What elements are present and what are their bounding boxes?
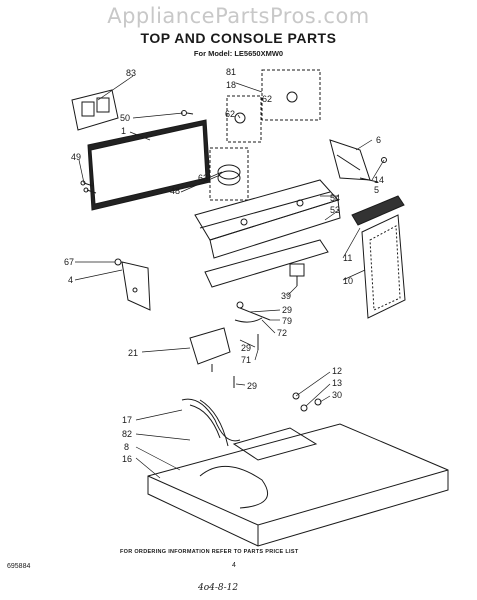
callout-30: 30 xyxy=(332,390,342,400)
callout-53: 53 xyxy=(330,205,340,215)
callout-17: 17 xyxy=(122,415,132,425)
part-11-cap xyxy=(351,195,405,226)
part-4-bracket xyxy=(121,261,151,311)
ordering-info-footer: FOR ORDERING INFORMATION REFER TO PARTS … xyxy=(120,549,299,555)
part-1-panel xyxy=(87,119,211,211)
callout-72: 72 xyxy=(277,328,287,338)
callout-63: 63 xyxy=(198,173,208,183)
watermark: AppliancePartsPros.com xyxy=(107,4,370,28)
part-53-bracket xyxy=(204,239,329,288)
model-subtitle: For Model: LE5650XMW0 xyxy=(193,49,284,58)
callout-10: 10 xyxy=(343,276,353,286)
part-48-box xyxy=(209,147,249,201)
part-6-bracket xyxy=(329,139,371,181)
callout-12: 12 xyxy=(332,366,342,376)
callout-8: 8 xyxy=(124,442,129,452)
callout-83: 83 xyxy=(126,68,136,78)
callout-29-lower: 29 xyxy=(247,381,257,391)
part-16-top-panel xyxy=(147,423,449,547)
callout-50: 50 xyxy=(120,113,130,123)
callout-54: 54 xyxy=(330,193,340,203)
part-62-knob xyxy=(234,91,298,124)
part-21-timer xyxy=(189,327,231,372)
callout-11: 11 xyxy=(343,253,352,263)
callout-49: 49 xyxy=(71,152,81,162)
handwritten-note: 4o4-8-12 xyxy=(198,583,239,593)
part-79-screw xyxy=(236,301,271,321)
page-number: 4 xyxy=(232,562,236,569)
part-12-screw xyxy=(292,392,300,400)
part-72-wire xyxy=(234,317,263,323)
part-13-screw xyxy=(300,404,308,412)
part-14-screw xyxy=(359,157,387,183)
callout-5: 5 xyxy=(374,185,379,195)
callout-82: 82 xyxy=(122,429,132,439)
part-81-box xyxy=(261,69,321,121)
part-67-screw xyxy=(114,258,122,266)
callout-48: 48 xyxy=(170,186,180,196)
callout-81: 81 xyxy=(226,67,236,77)
part-54-console xyxy=(194,179,341,259)
callout-62-left: 62 xyxy=(225,109,235,119)
part-63-knob xyxy=(217,164,241,186)
callout-18: 18 xyxy=(226,80,236,90)
part-39-switch xyxy=(289,263,305,286)
callout-6: 6 xyxy=(376,135,381,145)
page-title: TOP AND CONSOLE PARTS xyxy=(140,30,337,46)
part-62-box-left xyxy=(226,95,262,143)
leader-lines xyxy=(74,75,385,479)
callout-29-mid: 29 xyxy=(241,343,251,353)
callout-39: 39 xyxy=(281,291,291,301)
callout-62-right: 62 xyxy=(262,94,272,104)
callout-21: 21 xyxy=(128,348,138,358)
callout-labels: 83 50 1 49 48 63 62 81 18 6 14 5 54 53 1… xyxy=(64,67,384,464)
part-17-harness xyxy=(181,398,241,447)
part-49-screws xyxy=(80,180,97,194)
part-30-screw xyxy=(314,398,322,406)
callout-67: 67 xyxy=(64,257,74,267)
callout-1: 1 xyxy=(121,126,126,136)
callout-71: 71 xyxy=(241,355,251,365)
callout-79: 79 xyxy=(282,316,292,326)
document-code: 695884 xyxy=(7,563,31,570)
callout-29-upper: 29 xyxy=(282,305,292,315)
callout-13: 13 xyxy=(332,378,342,388)
callout-14: 14 xyxy=(374,175,384,185)
callout-16: 16 xyxy=(122,454,132,464)
part-50-screw xyxy=(181,110,194,116)
callout-4: 4 xyxy=(68,275,73,285)
part-10-panel xyxy=(361,214,406,319)
part-83-bracket xyxy=(71,89,119,131)
